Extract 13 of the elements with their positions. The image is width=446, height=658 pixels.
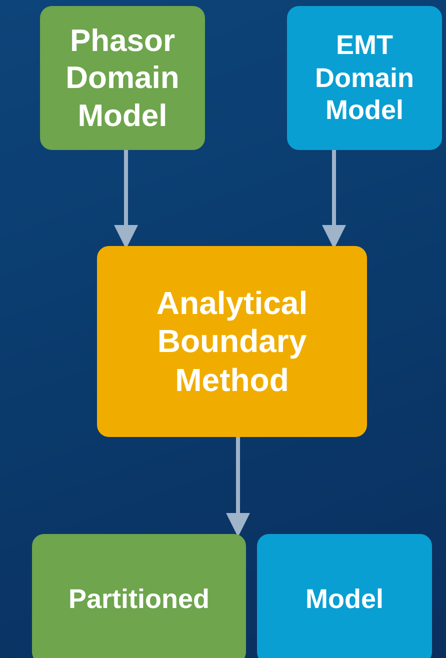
- node-label: Phasor Domain Model: [64, 22, 180, 134]
- arrow: [322, 150, 346, 249]
- arrow: [114, 150, 138, 249]
- model-box: [40, 6, 205, 150]
- model-box: [287, 6, 442, 150]
- node-label: Model: [306, 582, 384, 616]
- node-label: EMT Domain Model: [314, 29, 415, 127]
- result-box: [257, 534, 432, 658]
- method-box: [97, 246, 367, 437]
- node-label: Partitioned: [68, 582, 210, 616]
- result-box: [32, 534, 246, 658]
- node-label: Analytical Boundary Method: [155, 284, 309, 400]
- arrow: [226, 437, 250, 537]
